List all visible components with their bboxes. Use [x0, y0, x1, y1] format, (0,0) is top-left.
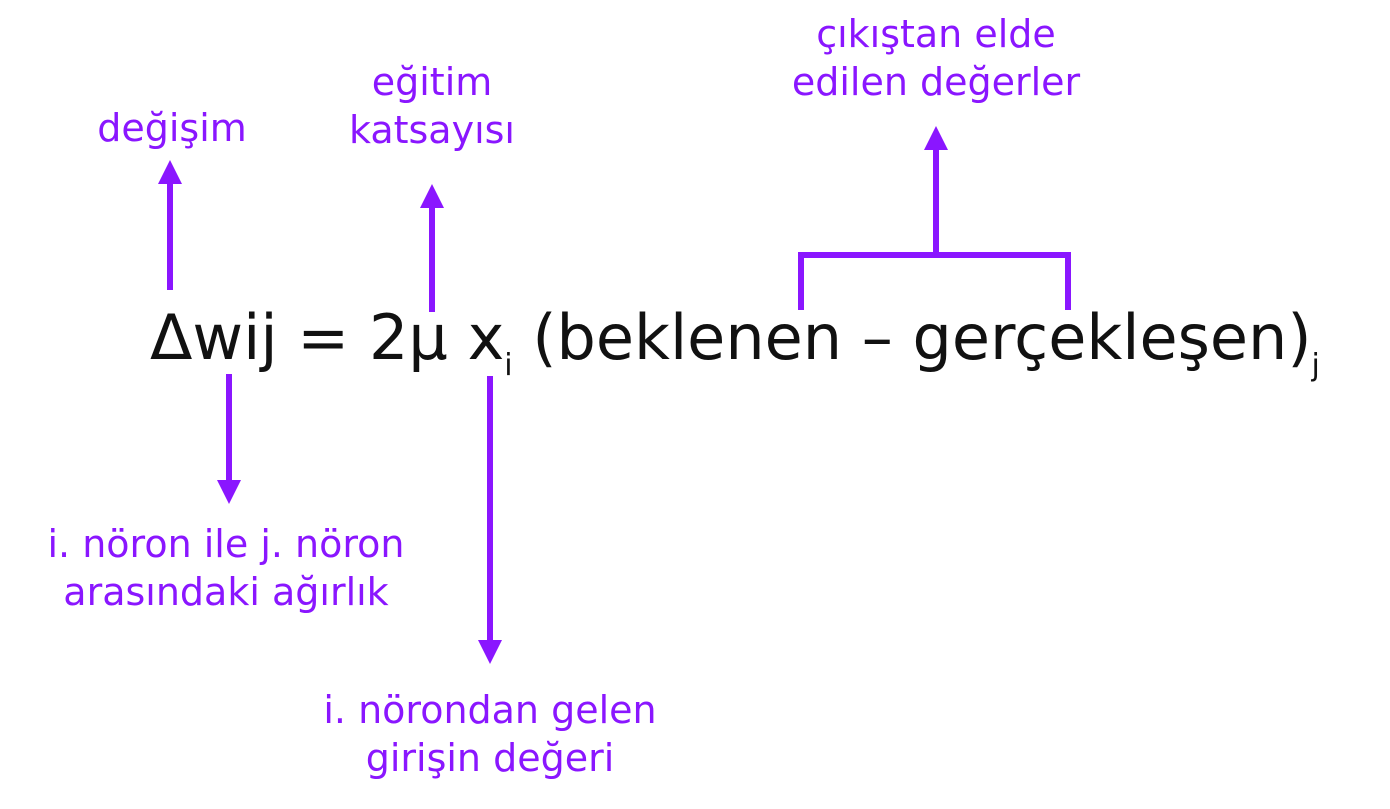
equation-input-subscript: i [504, 348, 513, 383]
equation-error-term: (beklenen – gerçekleşen) [532, 301, 1312, 374]
label-input-value: i. nörondan gelen girişin değeri [270, 686, 710, 782]
label-input-value-line-1: i. nörondan gelen [323, 688, 657, 732]
label-change-line-1: değişim [97, 106, 247, 150]
label-output-values: çıkıştan elde edilen değerler [726, 10, 1146, 106]
label-weight-line-2: arasındaki ağırlık [63, 570, 389, 614]
label-weight-line-1: i. nöron ile j. nöron [47, 522, 405, 566]
label-learning-rate-line-1: eğitim [371, 60, 493, 104]
label-learning-rate: eğitim katsayısı [322, 58, 542, 154]
label-input-value-line-2: girişin değeri [365, 736, 615, 780]
label-change: değişim [62, 104, 282, 152]
label-learning-rate-line-2: katsayısı [348, 108, 515, 152]
equation-lhs: Δwij [150, 301, 278, 374]
label-weight: i. nöron ile j. nöron arasındaki ağırlık [0, 520, 452, 616]
label-output-values-line-2: edilen değerler [791, 60, 1081, 104]
equation-output-subscript: j [1311, 348, 1320, 383]
equation-input-symbol: x [467, 301, 505, 374]
equation-equals: = [297, 301, 350, 374]
label-output-values-line-1: çıkıştan elde [816, 12, 1056, 56]
equation-coefficient: 2μ [368, 301, 448, 374]
delta-rule-equation: Δwij = 2μ xi (beklenen – gerçekleşen)j [150, 298, 1320, 406]
